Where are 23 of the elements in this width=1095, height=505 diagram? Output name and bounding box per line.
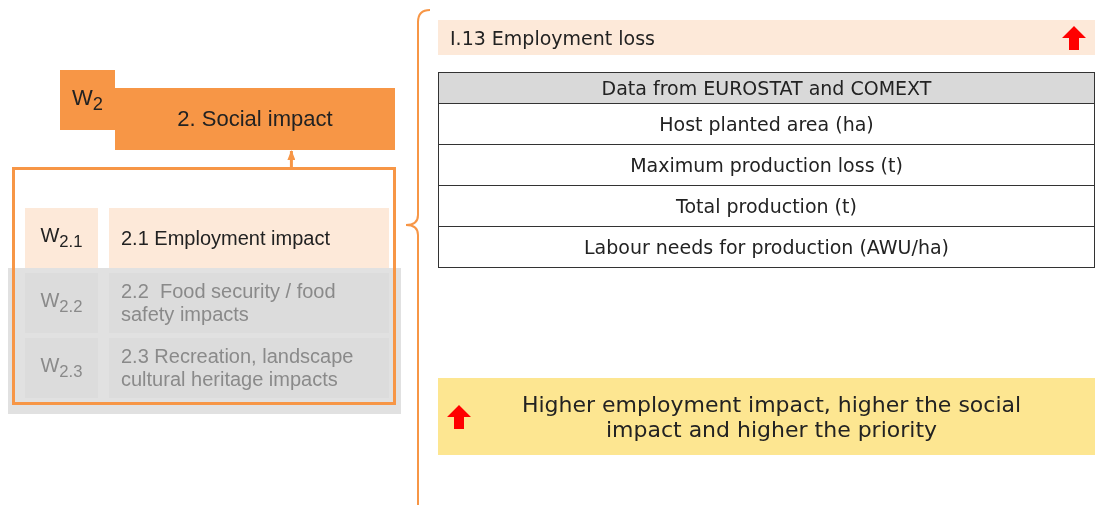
table-header-cell: Data from EUROSTAT and COMEXT xyxy=(438,72,1095,104)
label-text: 2.1 Employment impact xyxy=(121,226,330,250)
table-cell: Maximum production loss (t) xyxy=(438,144,1095,186)
sub-criterion-cell xyxy=(109,208,389,268)
indicator-title: I.13 Employment loss xyxy=(450,26,655,49)
label-text: 2.2 Food security / food safety impacts xyxy=(121,280,337,326)
label-text: W$_{2}$ xyxy=(72,84,103,116)
table-cell: Labour needs for production (AWU/ha) xyxy=(438,226,1095,268)
note-box xyxy=(438,378,1095,455)
label-text: W$_{2.3}$ xyxy=(40,354,83,382)
indicator-header xyxy=(438,20,1095,55)
weight-cell xyxy=(25,208,98,268)
group-frame xyxy=(12,167,396,405)
label-text: 2.3 Recreation, landscape cultural heritage impacts xyxy=(121,345,355,391)
table-cell: Total production (t) xyxy=(438,185,1095,227)
arrow xyxy=(287,150,296,168)
label-text: W$_{2.2}$ xyxy=(40,289,83,317)
table-cell: Host planted area (ha) xyxy=(438,103,1095,145)
criterion-box xyxy=(115,88,395,150)
label-text: W$_{2.1}$ xyxy=(40,224,83,252)
weight-box xyxy=(60,70,115,130)
note-text: Higher employment impact, higher the social impact and higher the priority xyxy=(520,391,1023,442)
label-text: 2. Social impact xyxy=(177,106,333,132)
